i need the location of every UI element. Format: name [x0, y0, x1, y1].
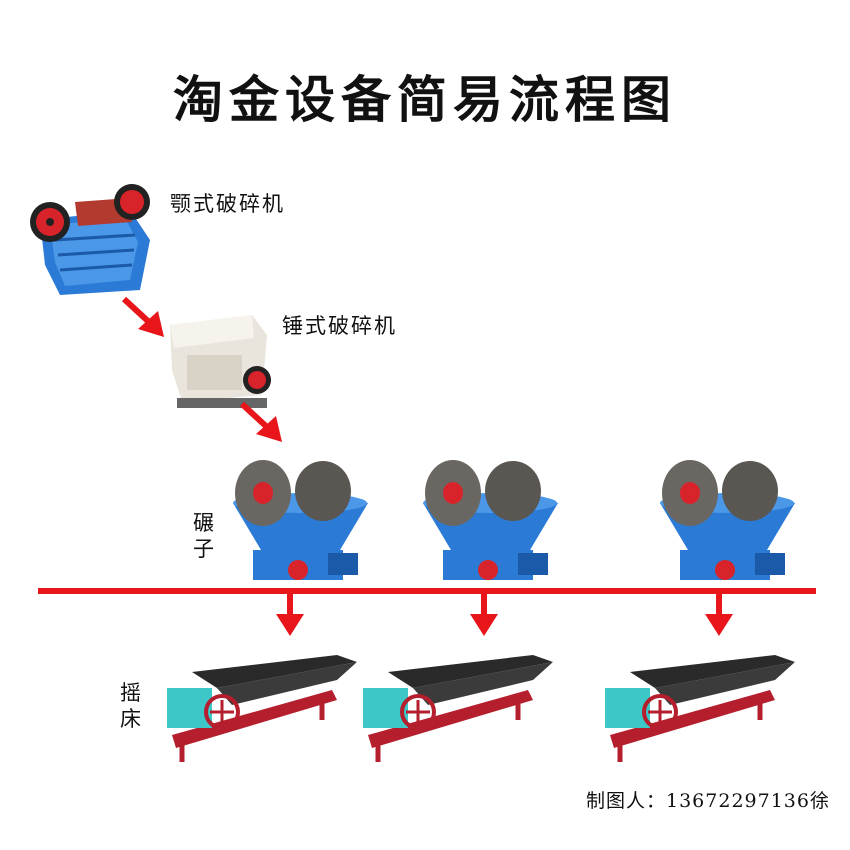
hammer-crusher-image: [170, 315, 271, 408]
jaw-crusher-image: [30, 184, 150, 295]
arrow-icon: [470, 592, 498, 636]
shaking-table-image: [167, 655, 357, 762]
wet-pan-mill-image: [233, 460, 368, 580]
wet-pan-mill-image: [423, 460, 558, 580]
hammer-crusher-label: 锤式破碎机: [282, 314, 397, 338]
shaking-table-image: [363, 655, 553, 762]
arrow-icon: [276, 592, 304, 636]
shaking-table-label: 摇床: [120, 681, 141, 731]
jaw-crusher-label: 颚式破碎机: [170, 192, 285, 216]
shaking-table-image: [605, 655, 795, 762]
page-title: 淘金设备简易流程图: [173, 71, 677, 129]
arrow-icon: [705, 592, 733, 636]
wet-pan-mill-image: [660, 460, 795, 580]
arrow-icon: [121, 296, 164, 337]
distribution-line: [38, 588, 816, 594]
author-credit: 制图人：13672297136徐: [586, 790, 830, 812]
arrow-icon: [239, 401, 282, 442]
wet-pan-mill-label: 碾子: [193, 511, 214, 561]
